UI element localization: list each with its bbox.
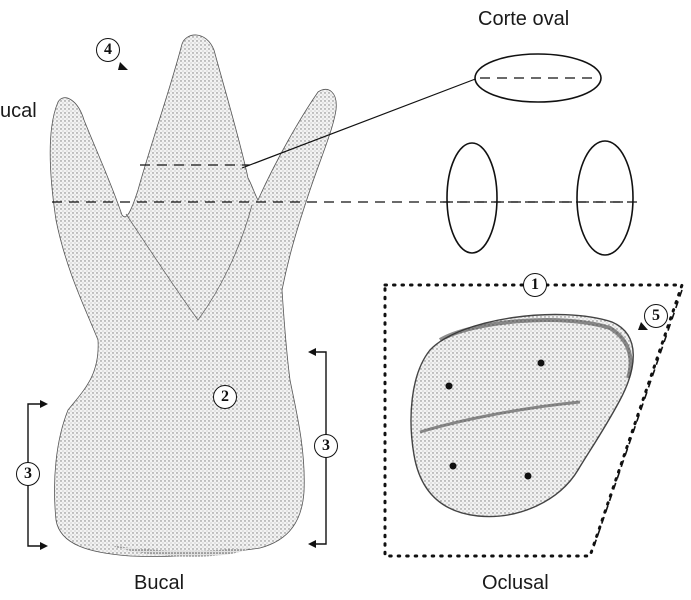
marker-5: 5 <box>644 304 668 328</box>
marker-3-left: 3 <box>16 462 40 486</box>
marker-3-right: 3 <box>314 434 338 458</box>
label-oclusal: Oclusal <box>482 572 549 595</box>
leader-to-oval <box>242 78 478 168</box>
label-corte-oval: Corte oval <box>478 8 569 31</box>
label-bucal: Bucal <box>134 572 184 595</box>
cusp-tip <box>538 360 545 367</box>
label-bucal-top: ucal <box>0 100 37 123</box>
oval-section-right <box>577 141 633 255</box>
marker-4: 4 <box>96 38 120 62</box>
tooth-occlusal-view <box>411 315 633 517</box>
marker-2: 2 <box>213 385 237 409</box>
cusp-tip <box>525 473 532 480</box>
cusp-tip <box>450 463 457 470</box>
oval-section-left <box>447 143 497 253</box>
tooth-buccal-view <box>50 35 336 557</box>
marker-1: 1 <box>523 273 547 297</box>
cusp-tip <box>446 383 453 390</box>
